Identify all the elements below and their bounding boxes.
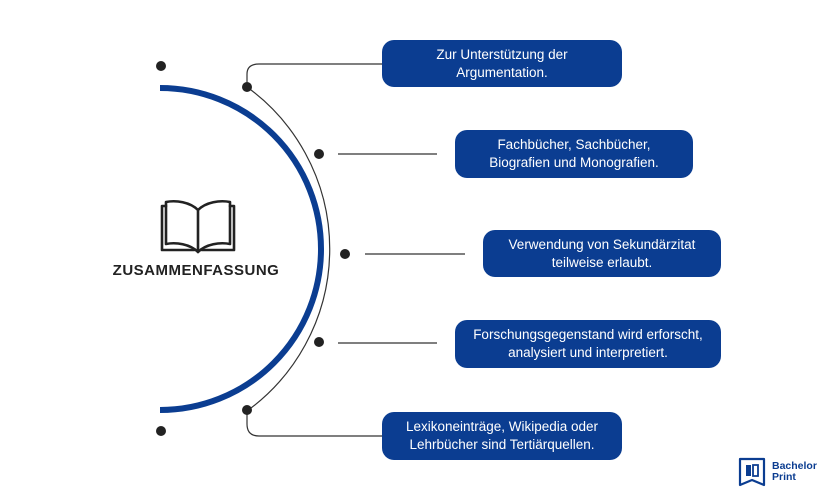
bachelorprint-logo: Bachelor Print xyxy=(737,456,817,488)
inner-arc xyxy=(159,85,324,413)
box-3-line-2: teilweise erlaubt. xyxy=(551,254,653,270)
outer-arc xyxy=(246,86,331,412)
connector-dot-4 xyxy=(314,337,324,347)
summary-box-4: Forschungsgegenstand wird erforscht, anal… xyxy=(455,320,721,368)
logo-line-2: Print xyxy=(772,471,796,483)
bachelorprint-logo-icon xyxy=(738,457,766,487)
diagram-title: ZUSAMMENFASSUNG xyxy=(112,262,280,279)
connector-5 xyxy=(246,411,382,437)
box-4-line-1: Forschungsgegenstand wird erforscht, xyxy=(473,327,703,342)
box-5-line-1: Lexikoneinträge, Wikipedia oder xyxy=(405,419,599,434)
arc-end-dot-bottom xyxy=(156,426,166,436)
arc-end-dot-top xyxy=(156,61,166,71)
connector-dot-5 xyxy=(242,405,252,415)
box-3-line-1: Verwendung von Sekundärzitat xyxy=(508,236,696,252)
box-5-line-2: Lehrbücher sind Tertiärquellen. xyxy=(409,437,595,452)
connector-1 xyxy=(246,63,382,87)
open-book-icon xyxy=(160,199,236,254)
summary-box-2: Fachbücher, Sachbücher, Biografien und Mo… xyxy=(455,130,693,178)
connector-dot-2 xyxy=(314,149,324,159)
box-1-line-2: Argumentation. xyxy=(456,64,548,80)
summary-box-3: Verwendung von Sekundärzitat teilweise er… xyxy=(483,230,721,277)
box-4-line-2: analysiert und interpretiert. xyxy=(508,345,668,360)
connector-dot-3 xyxy=(340,249,350,259)
box-2-line-1: Fachbücher, Sachbücher, xyxy=(497,137,651,152)
box-2-line-2: Biografien und Monografien. xyxy=(489,155,659,170)
box-1-line-1: Zur Unterstützung der xyxy=(436,46,568,62)
connector-dot-1 xyxy=(242,82,252,92)
logo-line-1: Bachelor xyxy=(772,460,817,472)
